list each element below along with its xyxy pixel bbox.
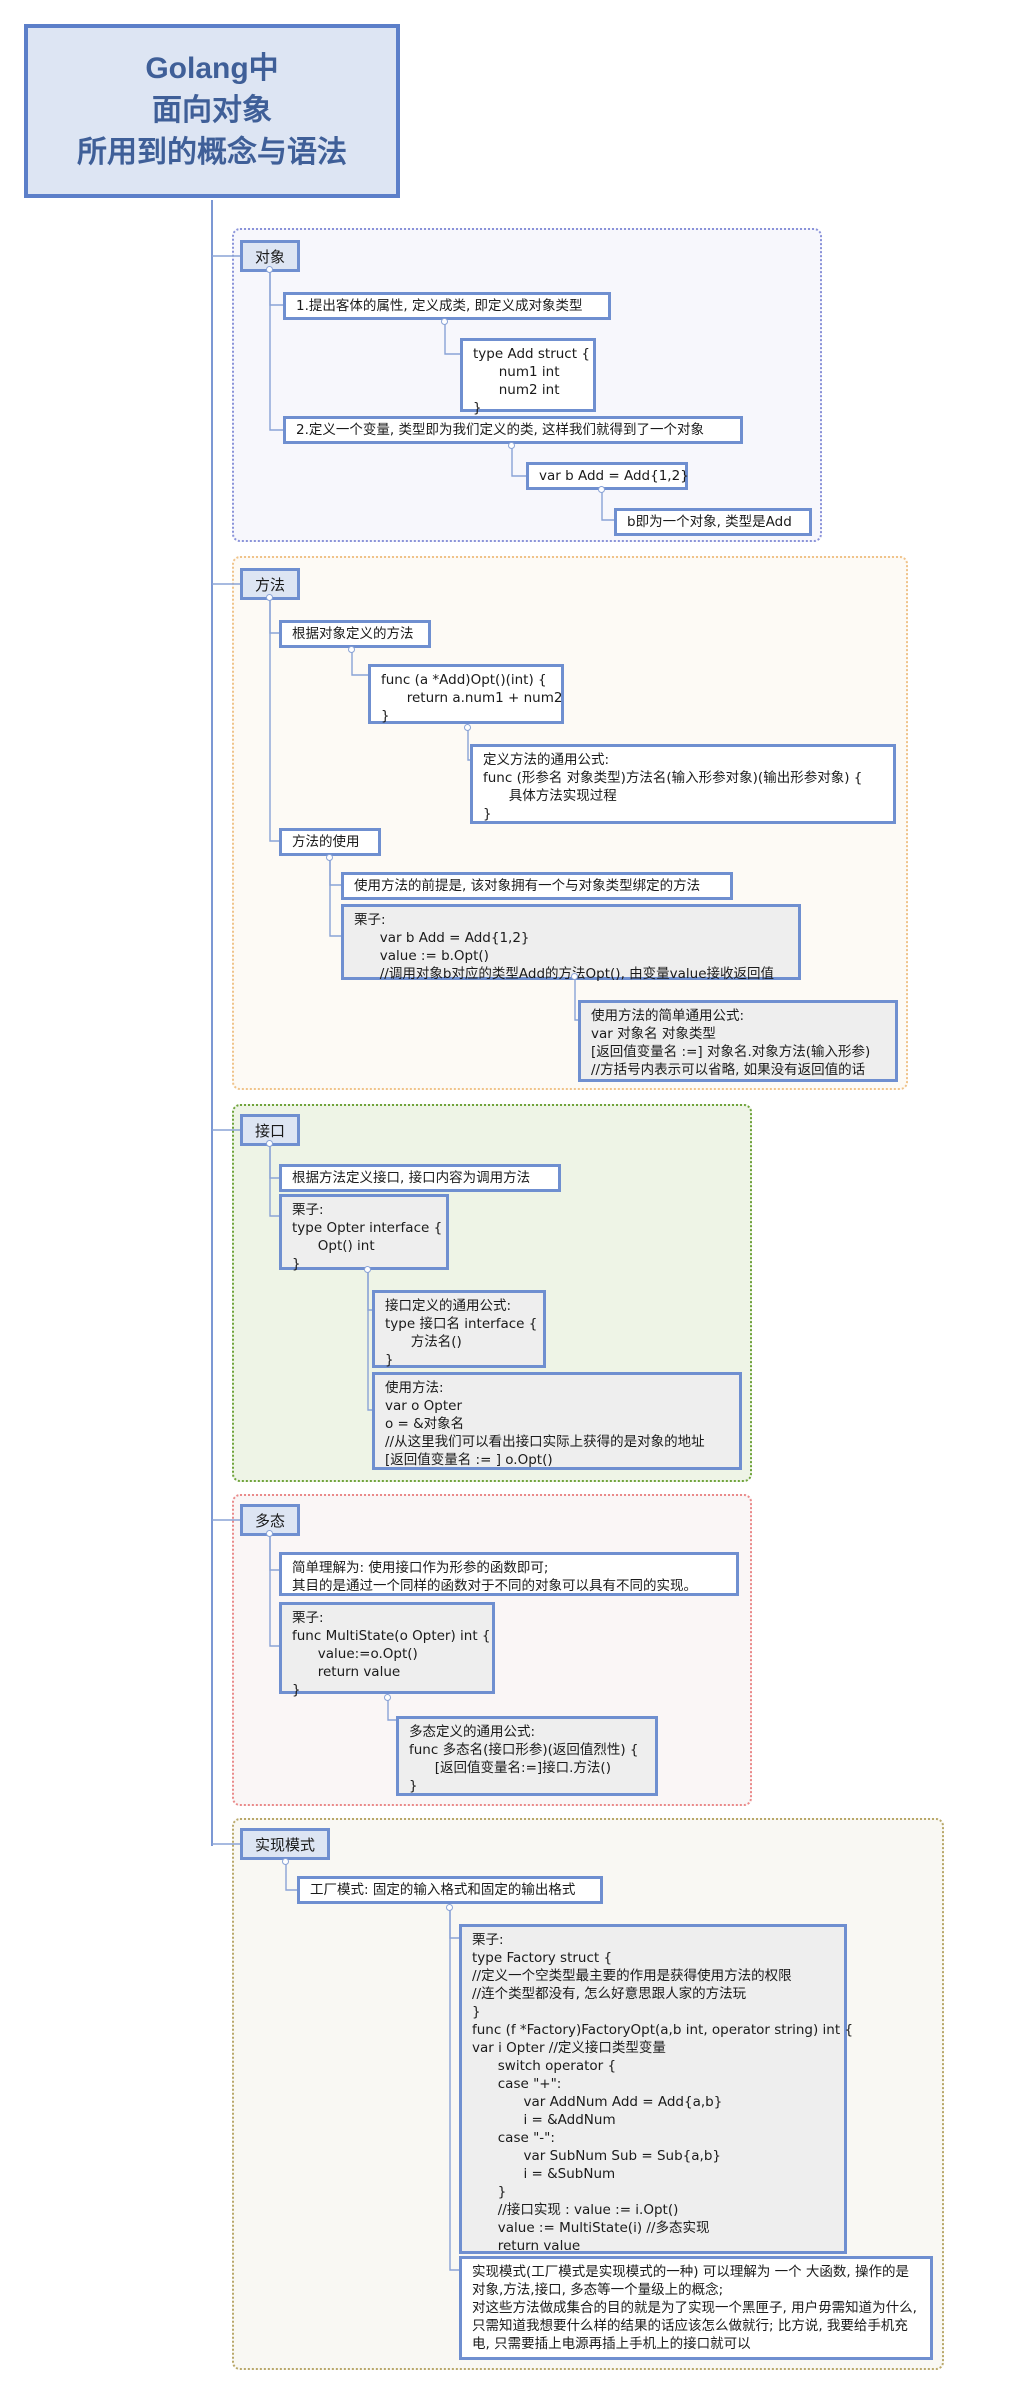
interface-node-4: 使用方法: var o Opter o = &对象名 //从这里我们可以看出接口… bbox=[372, 1372, 742, 1470]
connector-dot bbox=[326, 854, 333, 861]
connector-dot bbox=[571, 973, 578, 980]
section-label-poly: 多态 bbox=[240, 1504, 300, 1536]
connector-dot bbox=[364, 1266, 371, 1273]
connector-dot bbox=[446, 1904, 453, 1911]
connector-dot bbox=[598, 486, 605, 493]
method-node-4: 方法的使用 bbox=[279, 828, 381, 856]
connector-dot bbox=[348, 646, 355, 653]
connector-dot bbox=[464, 724, 471, 731]
method-node-6: 栗子: var b Add = Add{1,2} value := b.Opt(… bbox=[341, 904, 801, 982]
method-node-2: func (a *Add)Opt()(int) { return a.num1 … bbox=[368, 664, 564, 724]
object-node-2: type Add struct { num1 int num2 int } bbox=[460, 338, 596, 416]
interface-node-2: 栗子: type Opter interface { Opt() int } bbox=[279, 1194, 449, 1272]
impl-node-2: 栗子: type Factory struct { //定义一个空类型最主要的作… bbox=[459, 1924, 853, 2272]
poly-node-1: 简单理解为: 使用接口作为形参的函数即可; 其目的是通过一个同样的函数对于不同的… bbox=[279, 1552, 739, 1596]
object-node-1: 1.提出客体的属性, 定义成类, 即定义成对象类型 bbox=[283, 292, 611, 320]
title-line-3: 所用到的概念与语法 bbox=[77, 136, 347, 169]
connector-dot bbox=[384, 1694, 391, 1701]
interface-node-3: 接口定义的通用公式: type 接口名 interface { 方法名() } bbox=[372, 1290, 546, 1368]
connector-dot bbox=[441, 318, 448, 325]
method-node-1: 根据对象定义的方法 bbox=[279, 620, 431, 648]
title-line-2: 面向对象 bbox=[152, 94, 272, 127]
poly-node-2: 栗子: func MultiState(o Opter) int { value… bbox=[279, 1602, 495, 1698]
method-node-5: 使用方法的前提是, 该对象拥有一个与对象类型绑定的方法 bbox=[341, 872, 733, 900]
connector-dot bbox=[282, 1858, 289, 1865]
interface-node-1: 根据方法定义接口, 接口内容为调用方法 bbox=[279, 1164, 561, 1192]
method-node-3: 定义方法的通用公式: func (形参名 对象类型)方法名(输入形参对象)(输出… bbox=[470, 744, 896, 824]
object-node-5: b即为一个对象, 类型是Add bbox=[614, 508, 812, 536]
poly-node-3: 多态定义的通用公式: func 多态名(接口形参)(返回值烈性) { [返回值变… bbox=[396, 1716, 658, 1796]
connector-dot bbox=[266, 1140, 273, 1147]
object-node-4: var b Add = Add{1,2} bbox=[526, 462, 689, 490]
connector-dot bbox=[266, 594, 273, 601]
connector-dot bbox=[266, 266, 273, 273]
title-line-1: Golang中 bbox=[145, 52, 279, 85]
object-node-3: 2.定义一个变量, 类型即为我们定义的类, 这样我们就得到了一个对象 bbox=[283, 416, 743, 444]
impl-node-3: 实现模式(工厂模式是实现模式的一种) 可以理解为 一个 大函数, 操作的是对象,… bbox=[459, 2256, 933, 2360]
method-node-7: 使用方法的简单通用公式: var 对象名 对象类型 [返回值变量名 :=] 对象… bbox=[578, 1000, 898, 1082]
impl-node-1: 工厂模式: 固定的输入格式和固定的输出格式 bbox=[297, 1876, 603, 1904]
section-label-impl: 实现模式 bbox=[240, 1828, 330, 1860]
connector-dot bbox=[266, 1530, 273, 1537]
mindmap-root-title: Golang中 面向对象 所用到的概念与语法 bbox=[24, 24, 400, 198]
connector-dot bbox=[508, 442, 515, 449]
